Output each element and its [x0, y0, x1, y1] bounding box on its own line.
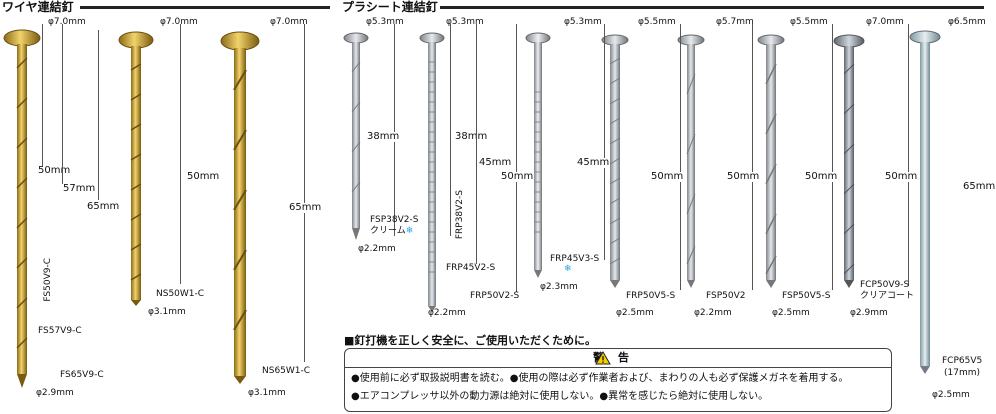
frp50-dim-line	[516, 24, 517, 292]
plastic-nail-fcp50v9-image	[833, 34, 865, 288]
fsp50v2-code: FSP50V2	[706, 291, 746, 301]
frp38-shank: φ2.2mm	[428, 308, 466, 318]
wire-ns50-head-dia: φ7.0mm	[160, 17, 198, 27]
frp50-len: 50mm	[500, 171, 535, 182]
wire-nail-ns65-image	[220, 31, 260, 384]
frp45v3-dim-line	[604, 24, 605, 260]
frp38-dim-line	[450, 24, 451, 236]
fcp50v9-len: 50mm	[884, 171, 919, 182]
plastic-nail-frp38-image	[419, 32, 445, 312]
wire-ns65-len: 65mm	[288, 202, 323, 213]
safety-notice-title: ■釘打機を正しく安全に、ご使用いただくために。	[344, 334, 597, 347]
frp38-head-dia: φ5.3mm	[446, 17, 484, 27]
fsp50v5-dim-line	[832, 24, 833, 290]
warning-header: 警告	[345, 349, 891, 368]
fcp50v9-note: クリアコート	[860, 291, 915, 301]
wire-ns65-head-dia: φ7.0mm	[270, 17, 308, 27]
fsp38-note: クリーム❄	[370, 226, 413, 236]
wire-fs-dim-line	[42, 24, 43, 174]
fcp65-len: 65mm	[962, 181, 996, 192]
warning-icon	[595, 351, 611, 365]
fsp38-code: FSP38V2-S	[370, 215, 419, 225]
fsp50v2-len: 50mm	[726, 171, 761, 182]
fsp50v5-code: FSP50V5-S	[782, 291, 831, 301]
fsp38-note-text: クリーム	[370, 226, 406, 236]
wire-ns65-shank-dia: φ3.1mm	[248, 388, 286, 398]
frp50v5-len: 50mm	[650, 171, 685, 182]
frp38-len: 38mm	[454, 131, 489, 142]
frp45-code: FRP45V2-S	[446, 263, 496, 273]
wire-fs65-code: FS65V9-C	[60, 370, 104, 380]
frp45v3-shank: φ2.3mm	[540, 282, 578, 292]
fsp38-len: 38mm	[366, 131, 401, 142]
frp50v5-dim-line	[680, 24, 681, 290]
plastic-nail-fsp50v2-image	[677, 34, 705, 288]
wire-ns65-code: NS65W1-C	[262, 366, 311, 376]
frp45-len: 45mm	[478, 157, 513, 168]
wire-fs-head-dia: φ7.0mm	[48, 17, 86, 27]
wire-fs50-code: FS50V9-C	[43, 258, 53, 302]
fcp50v9-code: FCP50V9-S	[860, 280, 910, 290]
wire-ns50-dim-line	[180, 24, 181, 284]
wire-fs-dim-line-57	[62, 24, 63, 184]
wire-ns50-len: 50mm	[186, 171, 221, 182]
fcp65-code: FCP65V5	[942, 356, 983, 366]
wire-ns50-code: NS50W1-C	[156, 289, 205, 299]
fcp50v9-head-dia: φ7.0mm	[866, 17, 904, 27]
warning-line-2: ●エアコンプレッサ以外の動力源は絶対に使用しない。●異常を感じたら絶対に使用しな…	[351, 391, 769, 402]
plastic-nail-fsp50v5-image	[757, 34, 785, 288]
frp38-code: FRP38V2-S	[455, 190, 465, 240]
warning-box: 警告 ●使用前に必ず取扱説明書を読む。●使用の際は必ず作業者および、まわりの人も…	[344, 348, 892, 412]
wire-nail-ns50-image	[118, 31, 154, 306]
frp45v3-snowflake-icon: ❄	[564, 264, 572, 274]
frp45v3-head-dia: φ5.3mm	[564, 17, 602, 27]
fcp65-head-dia: φ6.5mm	[948, 17, 986, 27]
wire-fs57-code: FS57V9-C	[38, 326, 82, 336]
frp50v5-head-dia: φ5.5mm	[638, 17, 676, 27]
fsp50v5-shank: φ2.5mm	[772, 308, 810, 318]
plastic-nail-frp50v5-image	[601, 34, 629, 288]
fsp50v5-len: 50mm	[804, 171, 839, 182]
wire-ns50-shank-dia: φ3.1mm	[148, 307, 186, 317]
plastic-nail-fsp38-image	[343, 32, 369, 240]
plastic-nail-fcp65v5-image	[909, 30, 941, 374]
plastic-section-title: プラシート連結釘	[342, 0, 442, 14]
fcp65-note: (17mm)	[944, 368, 981, 378]
wire-fs-len-57: 57mm	[62, 183, 97, 194]
fcp65-shank: φ2.5mm	[932, 390, 970, 400]
plastic-nail-frp45v3-image	[525, 32, 551, 278]
fcp50v9-shank: φ2.9mm	[850, 308, 888, 318]
fsp38-head-dia: φ5.3mm	[366, 17, 404, 27]
wire-fs-len-50: 50mm	[37, 165, 72, 176]
fsp50v2-dim-line	[752, 24, 753, 290]
warning-line-1: ●使用前に必ず取扱説明書を読む。●使用の際は必ず作業者および、まわりの人も必ず保…	[351, 373, 849, 384]
wire-fs-shank-dia: φ2.9mm	[36, 388, 74, 398]
frp45v3-len: 45mm	[576, 157, 611, 168]
plastic-section-rule	[440, 6, 984, 9]
wire-fs-len-65: 65mm	[86, 201, 121, 212]
frp50-code: FRP50V2-S	[470, 291, 520, 301]
fsp38-dim-line	[394, 24, 395, 236]
frp50v5-code: FRP50V5-S	[626, 291, 676, 301]
fcp50v9-dim-line	[908, 24, 909, 286]
wire-ns65-dim-line	[304, 24, 305, 362]
wire-nail-fs-image	[3, 29, 41, 388]
fsp50v5-head-dia: φ5.5mm	[790, 17, 828, 27]
frp50v5-shank: φ2.5mm	[616, 308, 654, 318]
wire-fs-dim-line-65	[98, 30, 99, 200]
snowflake-icon: ❄	[405, 226, 414, 236]
wire-section-title: ワイヤ連結釘	[2, 0, 78, 14]
fsp50v2-shank: φ2.2mm	[694, 308, 732, 318]
fsp50v2-head-dia: φ5.7mm	[716, 17, 754, 27]
fsp38-shank: φ2.2mm	[358, 244, 396, 254]
wire-section-rule	[80, 6, 330, 9]
frp45v3-code: FRP45V3-S	[550, 254, 600, 264]
frp45-dim-line	[476, 24, 477, 264]
